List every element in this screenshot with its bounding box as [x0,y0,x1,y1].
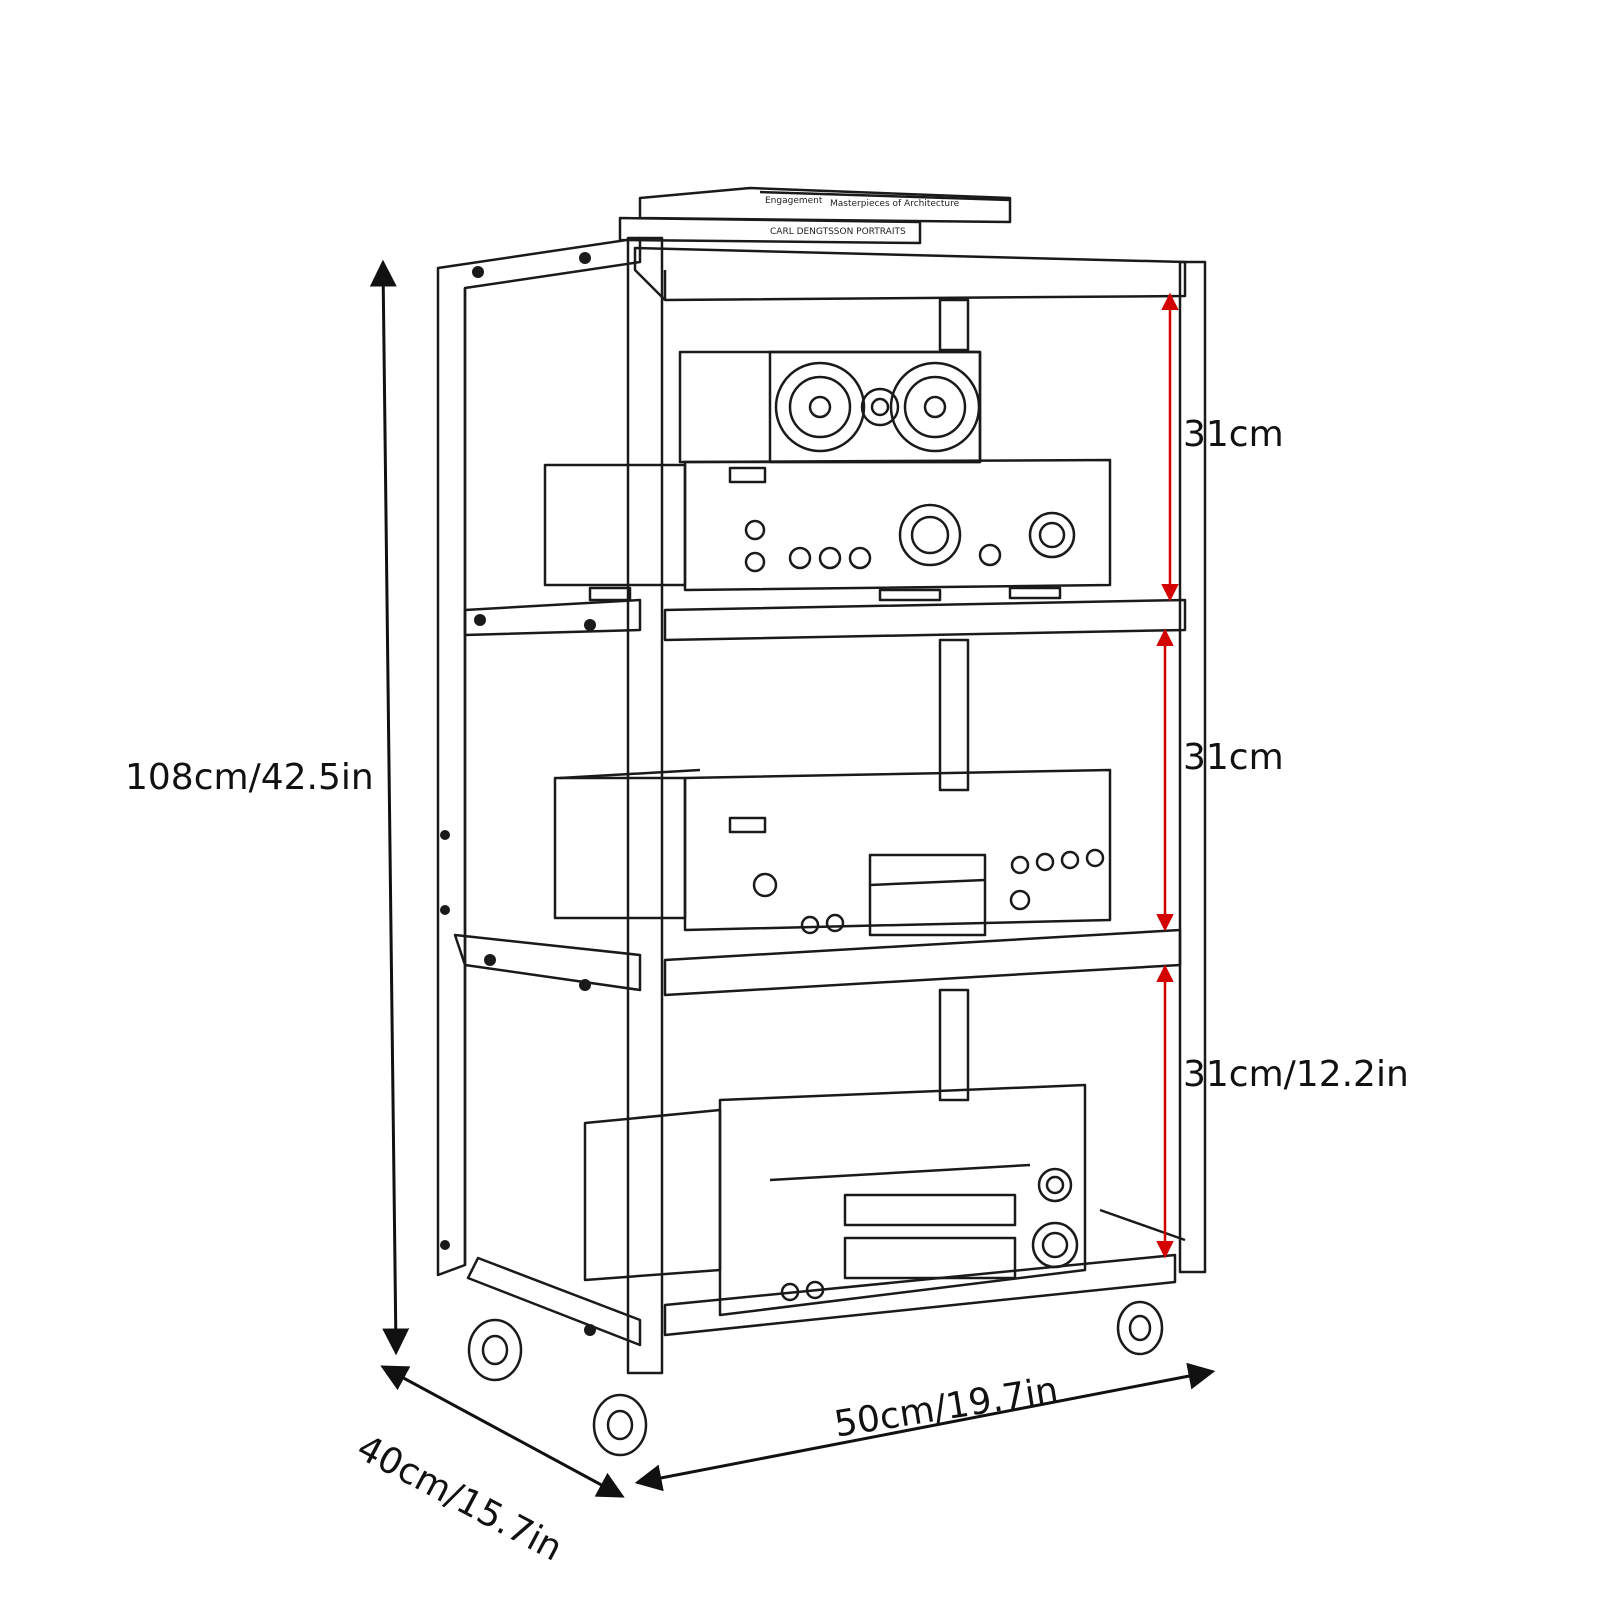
front-left-post [626,236,664,1375]
book-spine-2: Masterpieces of Architecture [830,199,960,209]
height-arrow [369,259,410,1356]
shelf-gap-top-label: 31cm [1183,414,1284,455]
width-arrow [634,1362,1216,1492]
amplifier [543,458,1112,602]
front-right-post [1178,260,1207,1274]
total-height-label: 108cm/42.5in [125,757,374,798]
book-spine-3: CARL DENGTSSON PORTRAITS [770,227,906,237]
depth-arrow [380,1365,625,1498]
center-speaker [678,350,982,464]
left-side-frame [436,236,642,1347]
av-receiver [583,1083,1087,1317]
shelf-gap-bottom-label: 31cm/12.2in [1183,1054,1409,1095]
back-right-post-lower [938,988,970,1102]
back-right-post-upper [938,298,970,352]
top-shelf [633,246,1187,302]
book-spine-1: Engagement [765,196,823,206]
bottom-shelf [663,1253,1177,1337]
casters [467,1300,1164,1457]
shelf-gap-middle-label: 31cm [1183,737,1284,778]
cd-player [553,768,1112,937]
frame-bolts [440,252,596,1336]
shelf-three [663,928,1182,997]
back-right-post-middle [938,638,970,792]
shelf-two [663,598,1187,642]
books-stack [618,186,1012,245]
